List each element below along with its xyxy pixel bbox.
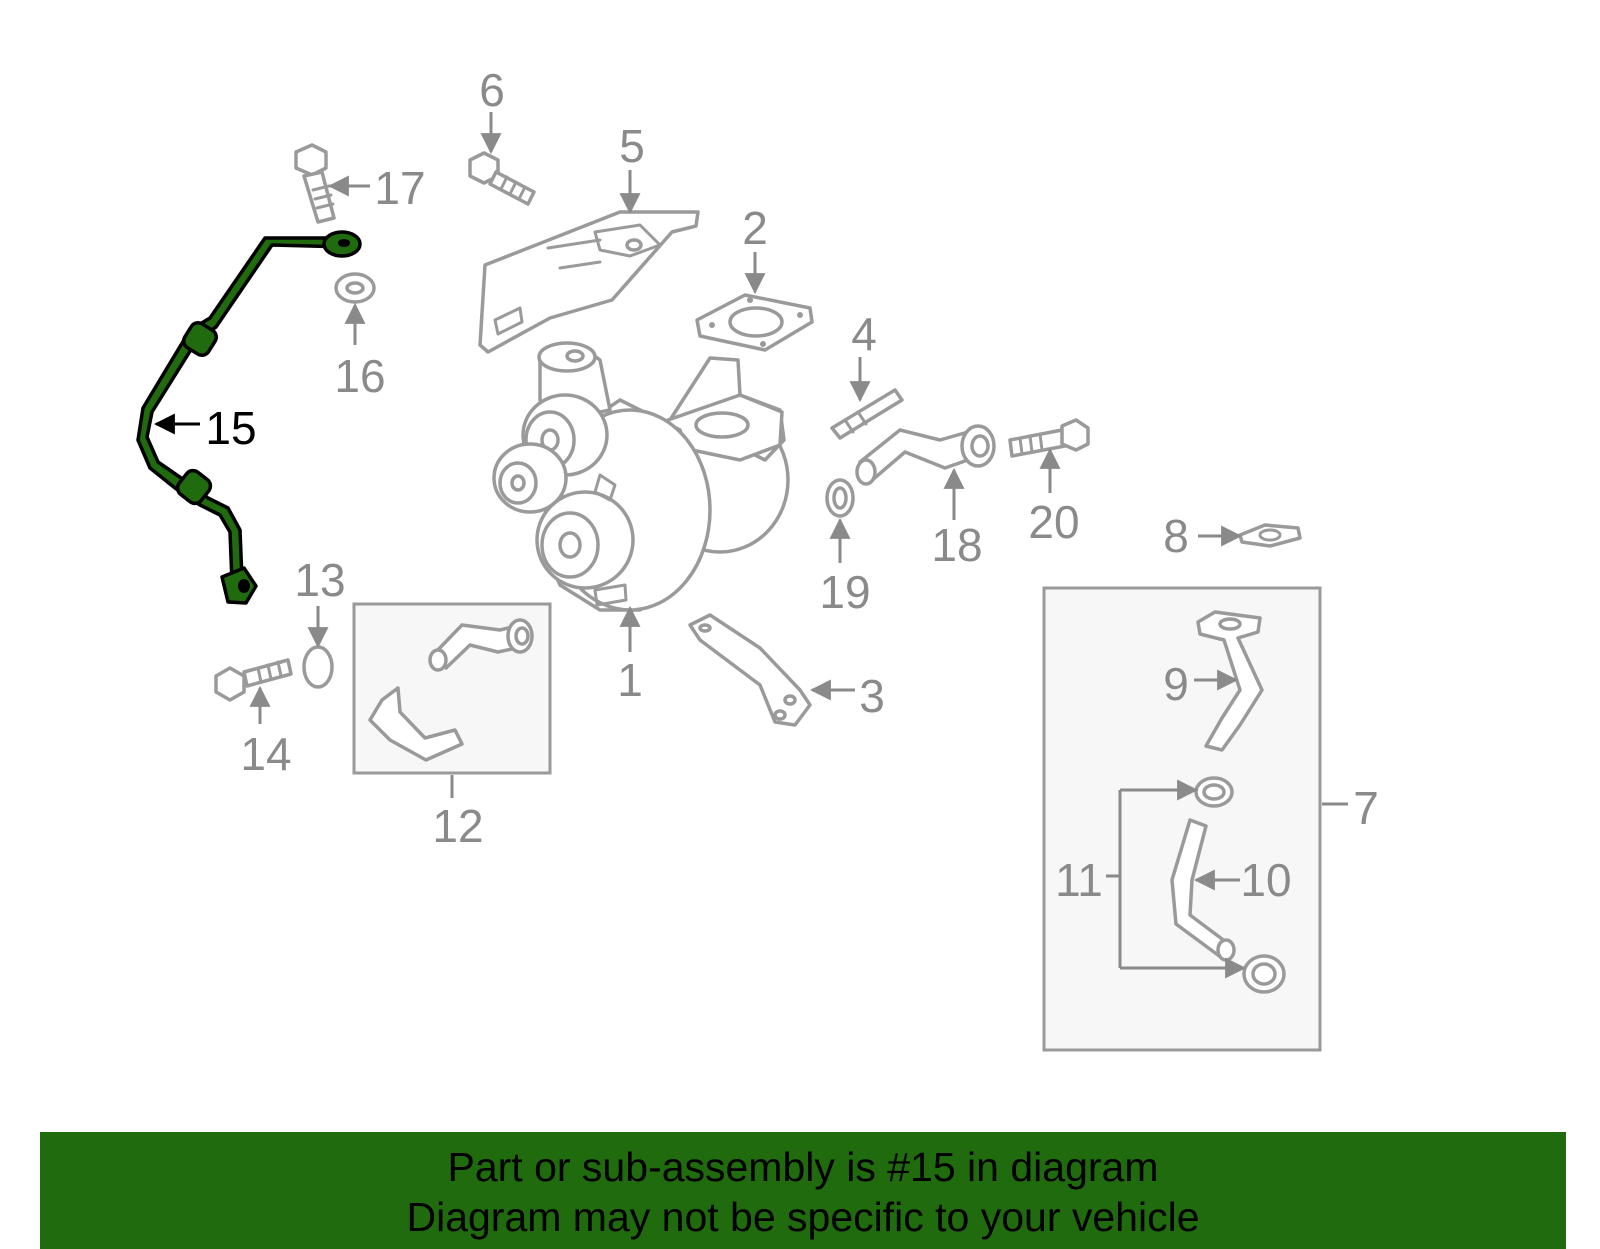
callout-10: 10 [1240,854,1291,906]
banner-line-2: Diagram may not be specific to your vehi… [406,1194,1200,1240]
callout-18: 18 [931,519,982,571]
callout-9: 9 [1163,658,1189,710]
part-2-gasket[interactable] [695,293,814,352]
part-6-bolt[interactable] [468,151,536,206]
part-15-oil-line[interactable] [136,230,362,605]
callout-4: 4 [851,308,877,360]
callout-12: 12 [432,800,483,852]
part-5-heat-shield[interactable] [478,210,700,354]
part-17-bolt[interactable] [294,143,336,224]
callout-19: 19 [819,566,870,618]
part-16-washer[interactable] [334,272,376,304]
callout-7: 7 [1353,782,1379,834]
callout-labels: 1 2 3 4 5 6 7 8 9 10 11 12 13 14 15 16 1… [205,64,1378,906]
callout-15: 15 [205,402,256,454]
part-3-bracket[interactable] [688,613,812,727]
part-13-o-ring[interactable] [302,645,334,689]
callout-5: 5 [619,120,645,172]
part-10-hose[interactable] [1170,818,1236,962]
part-9-pipe[interactable] [1196,610,1264,752]
part-4-stud[interactable] [830,388,904,440]
callout-8: 8 [1163,510,1189,562]
info-banner: Part or sub-assembly is #15 in diagram D… [40,1132,1566,1249]
info-banner-background [40,1132,1566,1249]
callout-20: 20 [1028,496,1079,548]
part-20-bolt[interactable] [1008,418,1090,458]
leader-lines [153,112,1348,979]
callout-2: 2 [742,202,768,254]
part-12-hose-kit[interactable] [352,602,552,775]
callout-14: 14 [240,728,291,780]
part-14-bolt[interactable] [214,658,293,702]
callout-3: 3 [859,670,885,722]
part-11-clamps[interactable] [1194,776,1286,994]
part-8-gasket[interactable] [1238,523,1302,548]
callout-6: 6 [479,64,505,116]
callout-17: 17 [374,162,425,214]
callout-1: 1 [617,654,643,706]
part-1-turbocharger[interactable] [492,341,790,612]
part-18-return-pipe[interactable] [855,424,996,486]
callout-11: 11 [1055,854,1103,906]
callout-16: 16 [334,350,385,402]
callout-13: 13 [294,554,345,606]
part-19-gasket[interactable] [825,478,855,518]
banner-line-1: Part or sub-assembly is #15 in diagram [447,1144,1159,1190]
